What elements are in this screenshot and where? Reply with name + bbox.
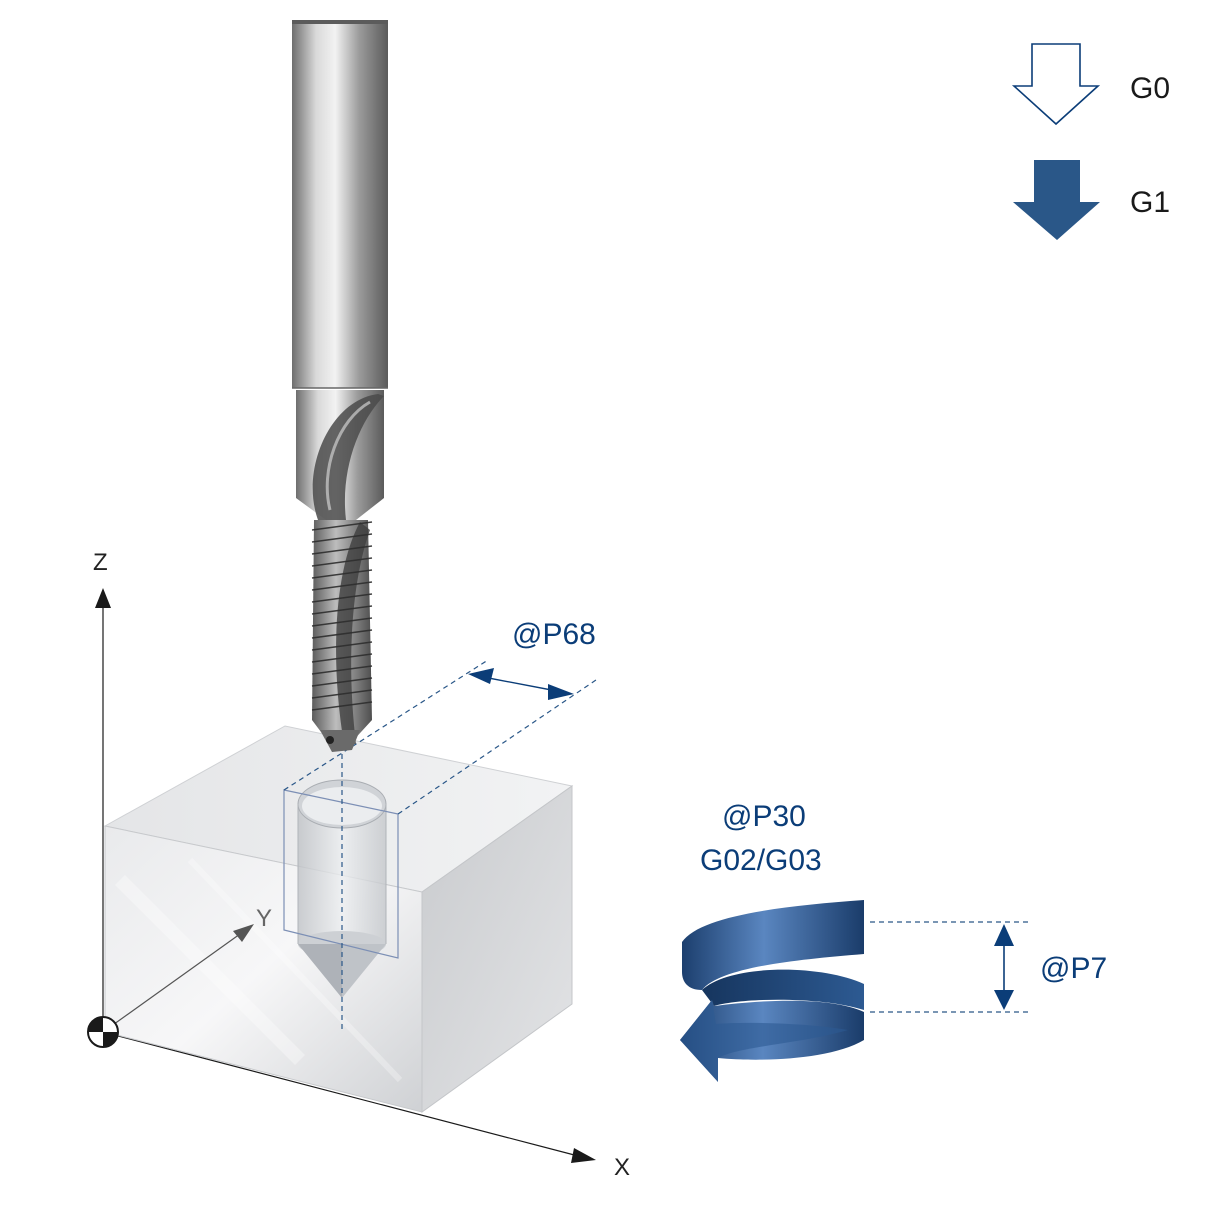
helix-rotation-icon [680, 900, 864, 1082]
tool-shank [292, 22, 388, 388]
legend: G0 G1 [1011, 43, 1170, 240]
z-axis-label: Z [93, 549, 108, 576]
x-axis-arrow-icon [571, 1148, 596, 1163]
rapid-label: G0 [1130, 72, 1170, 105]
depth-arrow-up-icon [994, 924, 1014, 946]
feed-label: G1 [1130, 186, 1170, 219]
y-axis-label: Y [256, 905, 272, 932]
y-axis: Y [102, 905, 272, 1033]
direction-label: @P30 [722, 800, 806, 833]
rapid-arrow-icon [1011, 43, 1101, 126]
thread-depth-label: @P7 [1040, 952, 1107, 985]
depth-arrow-down-icon [994, 990, 1014, 1010]
y-axis-arrow-icon [233, 924, 254, 942]
thread-mill-tool [292, 20, 388, 752]
feed-arrow-icon [1013, 160, 1100, 240]
coordinate-axes: Z X [93, 549, 630, 1181]
pitch-label: @P68 [512, 618, 596, 651]
pitch-arrow-left-icon [468, 668, 494, 684]
threaded-hole [283, 745, 399, 1030]
z-axis-arrow-icon [95, 588, 111, 608]
direction-codes: G02/G03 [700, 844, 822, 877]
x-axis-label: X [614, 1154, 630, 1181]
thread-depth-dimension: @P7 [870, 921, 1107, 1013]
pitch-dimension: @P68 [283, 618, 597, 815]
pitch-arrow-right-icon [548, 684, 574, 700]
origin-marker-icon [87, 1016, 119, 1048]
block-side-face [421, 785, 573, 1113]
workpiece-block [103, 725, 574, 1113]
